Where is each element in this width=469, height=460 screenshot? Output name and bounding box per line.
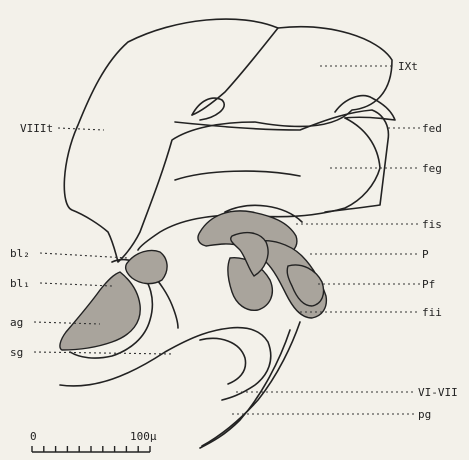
label-feg: feg <box>422 162 442 175</box>
label-pg: pg <box>418 408 431 421</box>
label-viiit: VIIIt <box>20 122 53 135</box>
leader-bl2 <box>40 253 128 258</box>
bl2-shape <box>126 250 167 283</box>
leader-sg <box>34 352 172 354</box>
scale-start-label: 0 <box>30 430 37 443</box>
label-p: P <box>422 248 429 261</box>
pg-outline <box>202 322 300 446</box>
label-pf: Pf <box>422 278 435 291</box>
label-ag: ag <box>10 316 23 329</box>
label-bl1: bl₁ <box>10 277 30 290</box>
leader-bl1 <box>40 283 112 286</box>
ixt-fold <box>192 98 224 120</box>
ixt-inner-curve <box>192 28 278 115</box>
leader-viiit <box>58 128 104 130</box>
scale-bar-ticks <box>32 446 150 452</box>
label-fii: fii <box>422 306 442 319</box>
sg-shape <box>60 272 140 350</box>
diagram-shaded-parts <box>60 211 326 350</box>
feg-inner-line <box>175 171 300 180</box>
vi-vii-inner <box>200 338 246 384</box>
label-fis: fis <box>422 218 442 231</box>
label-bl2: bl₂ <box>10 247 30 260</box>
label-sg: sg <box>10 346 23 359</box>
scale-end-label: 100µ <box>130 430 157 443</box>
scale-bar: 0 100µ <box>30 430 157 452</box>
label-vi-vii: VI-VII <box>418 386 458 399</box>
label-fed: fed <box>422 122 442 135</box>
label-ixt: IXt <box>398 60 418 73</box>
pg-lower-curve <box>200 330 290 448</box>
